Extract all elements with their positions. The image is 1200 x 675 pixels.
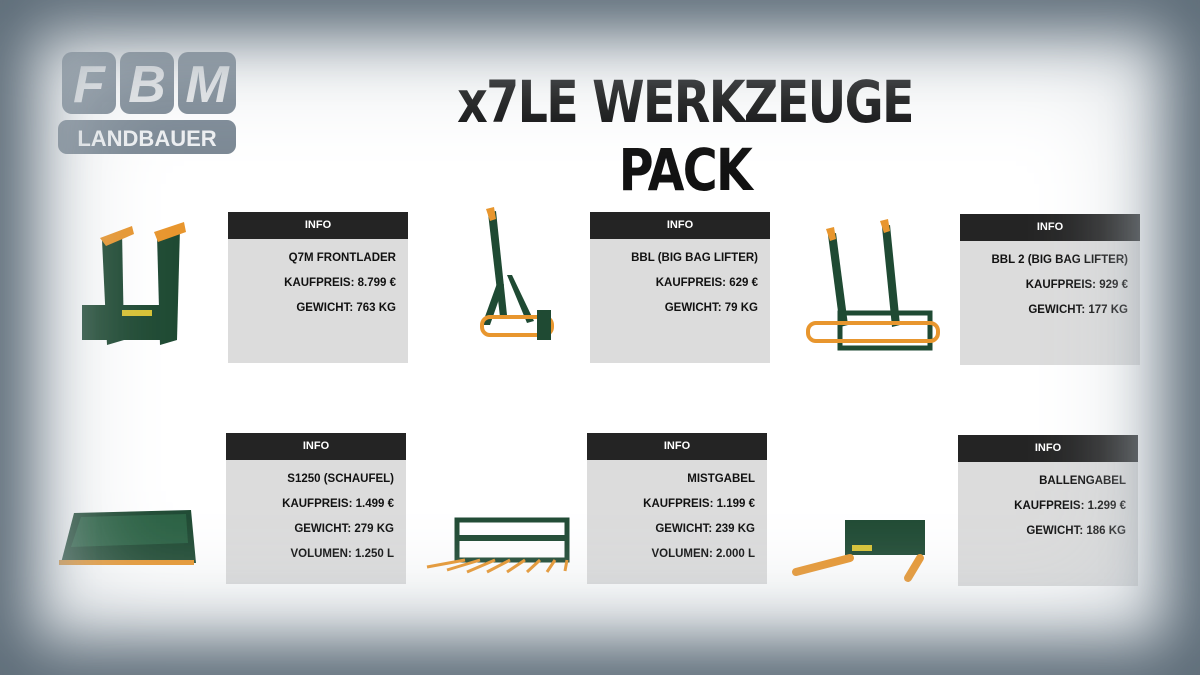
product-name: BALLENGABEL [1039,475,1126,487]
info-card-ballengabel: INFO BALLENGABEL KAUFPREIS: 1.299 € GEWI… [958,435,1138,586]
product-name: BBL 2 (BIG BAG LIFTER) [991,254,1128,266]
info-card-bbl2: INFO BBL 2 (BIG BAG LIFTER) KAUFPREIS: 9… [960,214,1140,365]
svg-text:M: M [185,56,230,114]
price: KAUFPREIS: 8.799 € [284,277,396,289]
svg-text:B: B [128,56,166,114]
page-title: x7LE WERKZEUGE PACK [457,68,914,204]
price: KAUFPREIS: 1.499 € [282,498,394,510]
price: KAUFPREIS: 1.299 € [1014,500,1126,512]
weight: GEWICHT: 79 KG [664,302,758,314]
bale-fork-image [792,520,925,582]
big-bag-lifter-2-image [806,219,940,351]
weight: GEWICHT: 186 KG [1026,525,1126,537]
fbm-landbauer-logo: F B M LANDBAUER [58,52,236,154]
product-name: MISTGABEL [687,473,755,485]
svg-text:LANDBAUER: LANDBAUER [77,126,216,151]
weight: GEWICHT: 177 KG [1028,304,1128,316]
product-name: S1250 (SCHAUFEL) [287,473,394,485]
weight: GEWICHT: 763 KG [296,302,396,314]
info-header: INFO [587,433,767,460]
volume: VOLUMEN: 1.250 L [290,548,394,560]
info-header: INFO [958,435,1138,462]
info-header: INFO [226,433,406,460]
price: KAUFPREIS: 629 € [655,277,758,289]
volume: VOLUMEN: 2.000 L [651,548,755,560]
info-header: INFO [228,212,408,239]
info-header: INFO [960,214,1140,241]
info-card-bbl: INFO BBL (BIG BAG LIFTER) KAUFPREIS: 629… [590,212,770,363]
price: KAUFPREIS: 929 € [1025,279,1128,291]
weight: GEWICHT: 239 KG [655,523,755,535]
weight: GEWICHT: 279 KG [294,523,394,535]
frontloader-image [82,222,186,345]
manure-fork-image [426,517,570,574]
svg-text:F: F [73,56,106,114]
big-bag-lifter-image [480,207,554,340]
info-card-mistgabel: INFO MISTGABEL KAUFPREIS: 1.199 € GEWICH… [587,433,767,584]
shovel-image [59,510,196,565]
product-name: Q7M FRONTLADER [288,252,396,264]
info-header: INFO [590,212,770,239]
price: KAUFPREIS: 1.199 € [643,498,755,510]
product-name: BBL (BIG BAG LIFTER) [631,252,758,264]
info-card-q7m-frontlader: INFO Q7M FRONTLADER KAUFPREIS: 8.799 € G… [228,212,408,363]
info-card-s1250: INFO S1250 (SCHAUFEL) KAUFPREIS: 1.499 €… [226,433,406,584]
